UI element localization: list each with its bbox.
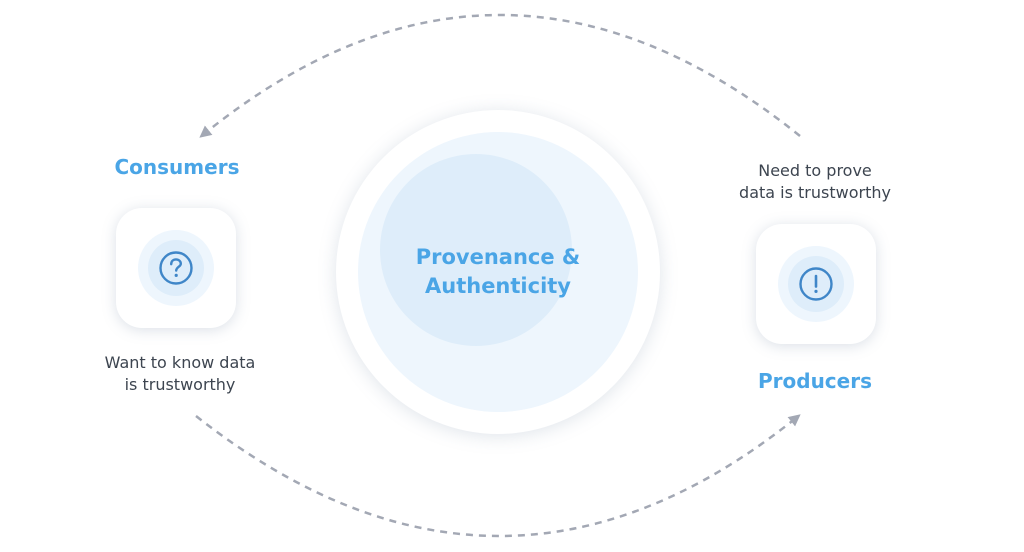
provenance-circle: Provenance & Authenticity: [336, 110, 660, 434]
producers-description: Need to prove data is trustworthy: [739, 161, 891, 202]
provenance-circle-core: [380, 154, 572, 346]
consumers-description: Want to know data is trustworthy: [104, 353, 256, 394]
consumers-title: Consumers: [114, 155, 240, 179]
producers-title: Producers: [757, 369, 872, 393]
exclamation-icon: [799, 267, 833, 301]
top-arrow-producers-to-consumers: [199, 13, 801, 138]
producers-card: [756, 224, 876, 344]
provenance-label: Provenance & Authenticity: [415, 245, 581, 298]
bottom-arrow-consumers-to-producers: [195, 414, 801, 538]
consumers-card: [116, 208, 236, 328]
question-icon: [159, 251, 193, 285]
